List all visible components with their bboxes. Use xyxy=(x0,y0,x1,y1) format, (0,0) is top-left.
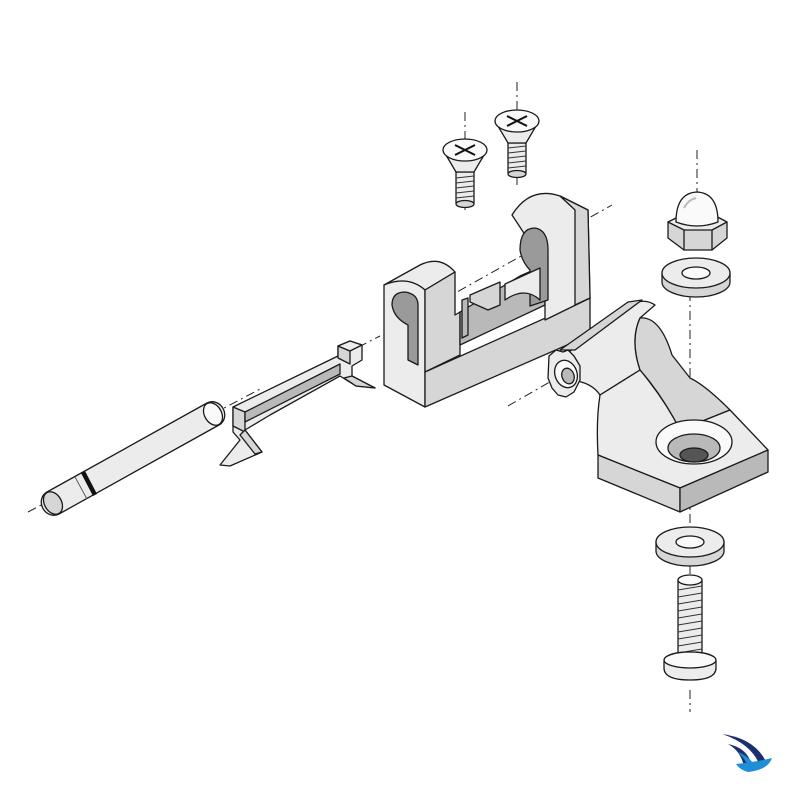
countersunk-screw xyxy=(442,138,488,209)
dome-nut xyxy=(667,191,728,251)
assembly-axes xyxy=(27,82,698,712)
clamp-block xyxy=(383,192,591,408)
release-arm xyxy=(219,340,376,467)
countersunk-screw xyxy=(494,109,540,179)
pin xyxy=(40,401,226,516)
swivel-base xyxy=(547,299,769,513)
washer xyxy=(661,257,731,298)
washer xyxy=(655,526,725,567)
brand-logo-icon xyxy=(722,734,772,772)
bolt xyxy=(663,574,717,681)
